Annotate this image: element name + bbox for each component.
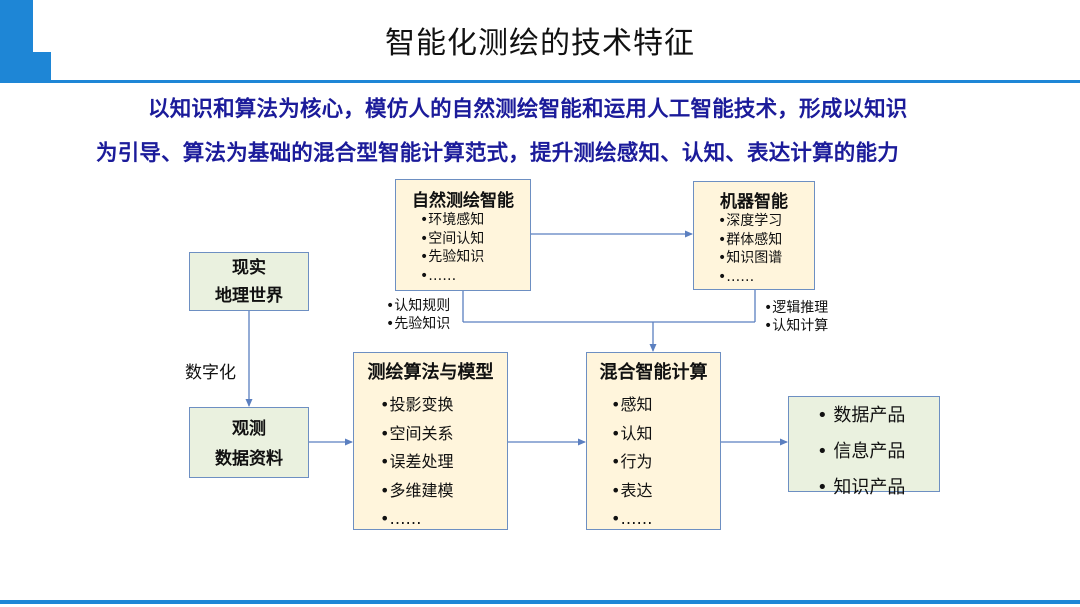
hybrid-item: •表达 bbox=[611, 480, 653, 500]
natural-intelligence-title: 自然测绘智能 bbox=[412, 191, 514, 211]
product-item: • 信息产品 bbox=[817, 441, 906, 462]
feed-label-left-item: •认知规则 bbox=[386, 298, 451, 314]
algorithms-item: •误差处理 bbox=[380, 452, 454, 471]
algorithms-box: 测绘算法与模型 •投影变换 •空间关系 •误差处理 •多维建模 •…… bbox=[353, 352, 508, 530]
machine-item: •深度学习 bbox=[718, 213, 783, 229]
hybrid-item: •…… bbox=[611, 509, 653, 528]
machine-intelligence-title: 机器智能 bbox=[720, 192, 788, 212]
feed-label-left: •认知规则 •先验知识 bbox=[386, 297, 450, 333]
observed-data-box: 观测 数据资料 bbox=[189, 407, 309, 478]
natural-item: •先验知识 bbox=[420, 249, 485, 265]
intro-line-1: 以知识和算法为核心，模仿人的自然测绘智能和运用人工智能技术，形成以知识 bbox=[148, 97, 908, 122]
product-item: • 数据产品 bbox=[817, 405, 906, 426]
hybrid-item: •认知 bbox=[611, 423, 653, 443]
machine-item: •知识图谱 bbox=[718, 250, 783, 266]
algorithms-title: 测绘算法与模型 bbox=[367, 362, 494, 383]
page-title: 智能化测绘的技术特征 bbox=[385, 26, 695, 61]
machine-item: •群体感知 bbox=[718, 231, 783, 248]
reality-world-line1: 现实 bbox=[232, 258, 266, 278]
hybrid-item: •行为 bbox=[611, 452, 653, 471]
algorithms-item: •投影变换 bbox=[380, 395, 454, 414]
observed-data-line1: 观测 bbox=[232, 419, 266, 439]
footer-divider bbox=[0, 600, 1080, 604]
natural-item: •环境感知 bbox=[420, 212, 485, 228]
hybrid-computing-box: 混合智能计算 •感知 •认知 •行为 •表达 •…… bbox=[586, 352, 721, 530]
natural-item: •空间认知 bbox=[420, 230, 485, 247]
product-item: • 知识产品 bbox=[817, 477, 906, 498]
hybrid-item: •感知 bbox=[611, 395, 653, 414]
machine-item: •…… bbox=[718, 268, 755, 285]
natural-item: •…… bbox=[420, 267, 457, 284]
digitize-label: 数字化 bbox=[185, 363, 236, 383]
feed-label-right: •逻辑推理 •认知计算 bbox=[764, 299, 828, 335]
products-box: • 数据产品 • 信息产品 • 知识产品 bbox=[788, 396, 940, 498]
feed-label-right-item: •认知计算 bbox=[764, 318, 829, 334]
machine-intelligence-box: 机器智能 •深度学习 •群体感知 •知识图谱 •…… bbox=[693, 181, 815, 290]
reality-world-box: 现实 地理世界 bbox=[189, 252, 309, 311]
observed-data-line2: 数据资料 bbox=[215, 449, 283, 469]
algorithms-item: •多维建模 bbox=[380, 480, 454, 500]
reality-world-line2: 地理世界 bbox=[215, 286, 283, 306]
algorithms-item: •…… bbox=[380, 509, 422, 528]
header-divider bbox=[32, 80, 1080, 83]
corner-accent-top bbox=[0, 0, 33, 83]
intro-line-2: 为引导、算法为基础的混合型智能计算范式，提升测绘感知、认知、表达计算的能力 bbox=[96, 141, 899, 166]
natural-intelligence-box: 自然测绘智能 •环境感知 •空间认知 •先验知识 •…… bbox=[395, 179, 531, 291]
corner-accent-bottom bbox=[33, 52, 51, 83]
hybrid-computing-title: 混合智能计算 bbox=[599, 362, 708, 383]
algorithms-item: •空间关系 bbox=[380, 423, 454, 443]
feed-label-left-item: •先验知识 bbox=[386, 316, 451, 332]
feed-label-right-item: •逻辑推理 bbox=[764, 300, 829, 316]
